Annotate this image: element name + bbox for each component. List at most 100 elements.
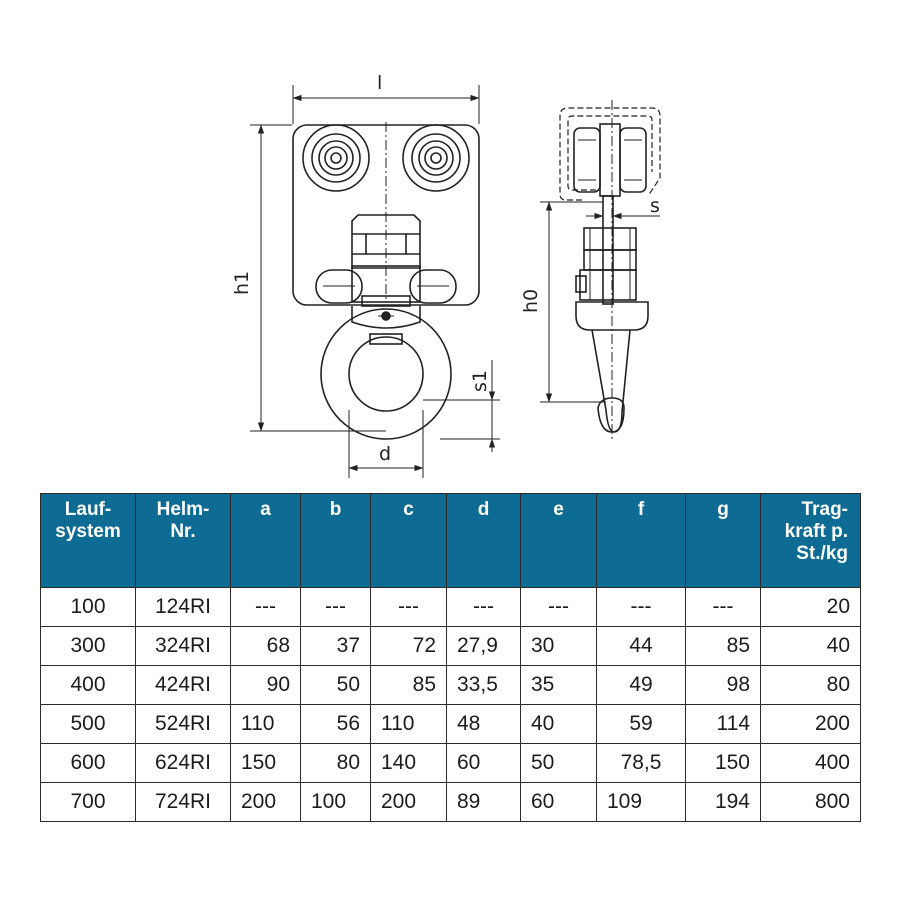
cell-d: 27,9 — [446, 626, 521, 666]
cell-g: 150 — [685, 743, 761, 783]
cell-f: 49 — [596, 665, 686, 705]
side-right-wheel — [619, 127, 647, 193]
cell-helm-nr: 324RI — [135, 626, 231, 666]
header-e: e — [520, 493, 597, 588]
cell-tragkraft: 80 — [760, 665, 861, 705]
dim-label-l: l — [377, 72, 382, 94]
cell-laufsystem: 300 — [40, 626, 136, 666]
cell-e: 50 — [520, 743, 597, 783]
table-row: 500 524RI 110 56 110 48 40 59 114 200 — [40, 704, 861, 744]
cell-tragkraft: 800 — [760, 782, 861, 822]
side-dimensions — [540, 200, 660, 403]
cell-c: 200 — [370, 782, 447, 822]
eye-ring-inner — [348, 336, 424, 412]
header-laufsystem: Lauf- system — [40, 493, 136, 588]
right-wheel — [402, 124, 470, 192]
dim-label-h1: h1 — [231, 271, 253, 295]
cell-e: --- — [520, 587, 597, 627]
cell-laufsystem: 500 — [40, 704, 136, 744]
table-row: 400 424RI 90 50 85 33,5 35 49 98 80 — [40, 665, 861, 705]
left-wheel — [302, 124, 370, 192]
cell-helm-nr: 524RI — [135, 704, 231, 744]
table-row: 700 724RI 200 100 200 89 60 109 194 800 — [40, 782, 861, 822]
cell-e: 30 — [520, 626, 597, 666]
cell-laufsystem: 400 — [40, 665, 136, 705]
cell-d: 89 — [446, 782, 521, 822]
cell-f: 44 — [596, 626, 686, 666]
eye-ring-outer — [320, 308, 452, 440]
cell-a: 200 — [230, 782, 301, 822]
left-slot — [315, 269, 363, 304]
track-profile — [559, 107, 661, 201]
cell-b: 50 — [300, 665, 371, 705]
table-row: 300 324RI 68 37 72 27,9 30 44 85 40 — [40, 626, 861, 666]
cell-d: --- — [446, 587, 521, 627]
cell-tragkraft: 40 — [760, 626, 861, 666]
front-view — [292, 122, 480, 440]
table-row: 100 124RI --- --- --- --- --- --- --- 20 — [40, 587, 861, 627]
cell-d: 48 — [446, 704, 521, 744]
cell-a: 150 — [230, 743, 301, 783]
header-c: c — [370, 493, 447, 588]
dim-label-s1: s1 — [469, 370, 491, 392]
eye-ring-neck — [351, 306, 421, 329]
technical-drawing: l h1 d s1 — [231, 72, 661, 478]
cell-c: --- — [370, 587, 447, 627]
cell-e: 60 — [520, 782, 597, 822]
cell-g: 114 — [685, 704, 761, 744]
cell-b: 80 — [300, 743, 371, 783]
header-d: d — [446, 493, 521, 588]
cell-c: 85 — [370, 665, 447, 705]
cell-a: 110 — [230, 704, 301, 744]
cell-b: --- — [300, 587, 371, 627]
table-row: 600 624RI 150 80 140 60 50 78,5 150 400 — [40, 743, 861, 783]
header-a: a — [230, 493, 301, 588]
cell-d: 33,5 — [446, 665, 521, 705]
dim-label-h0: h0 — [520, 289, 542, 313]
cell-g: 98 — [685, 665, 761, 705]
cell-g: --- — [685, 587, 761, 627]
header-tragkraft: Trag- kraft p. St./kg — [760, 493, 861, 588]
dim-label-d: d — [379, 443, 391, 465]
cell-tragkraft: 200 — [760, 704, 861, 744]
cell-f: 78,5 — [596, 743, 686, 783]
cell-a: 90 — [230, 665, 301, 705]
cell-b: 100 — [300, 782, 371, 822]
cell-f: 109 — [596, 782, 686, 822]
cell-f: 59 — [596, 704, 686, 744]
header-f: f — [596, 493, 686, 588]
hex-nut — [351, 214, 421, 269]
header-b: b — [300, 493, 371, 588]
cell-a: 68 — [230, 626, 301, 666]
cell-b: 56 — [300, 704, 371, 744]
right-slot — [409, 269, 457, 304]
cell-c: 72 — [370, 626, 447, 666]
cell-g: 194 — [685, 782, 761, 822]
header-g: g — [685, 493, 761, 588]
spec-table: Lauf- system Helm- Nr. a b c d e f g Tra… — [40, 493, 861, 822]
dim-label-s: s — [650, 195, 660, 217]
cell-helm-nr: 424RI — [135, 665, 231, 705]
cell-laufsystem: 700 — [40, 782, 136, 822]
cell-e: 35 — [520, 665, 597, 705]
cell-helm-nr: 724RI — [135, 782, 231, 822]
cell-c: 140 — [370, 743, 447, 783]
front-dimensions — [250, 85, 500, 478]
table-header-row: Lauf- system Helm- Nr. a b c d e f g Tra… — [40, 493, 861, 588]
cell-f: --- — [596, 587, 686, 627]
header-helm-nr: Helm- Nr. — [135, 493, 231, 588]
cell-d: 60 — [446, 743, 521, 783]
cell-helm-nr: 624RI — [135, 743, 231, 783]
cell-c: 110 — [370, 704, 447, 744]
cell-helm-nr: 124RI — [135, 587, 231, 627]
side-view — [559, 100, 661, 440]
cell-laufsystem: 100 — [40, 587, 136, 627]
cell-e: 40 — [520, 704, 597, 744]
cell-laufsystem: 600 — [40, 743, 136, 783]
cell-tragkraft: 20 — [760, 587, 861, 627]
cell-a: --- — [230, 587, 301, 627]
side-left-wheel — [573, 127, 601, 193]
cell-b: 37 — [300, 626, 371, 666]
cell-g: 85 — [685, 626, 761, 666]
cell-tragkraft: 400 — [760, 743, 861, 783]
